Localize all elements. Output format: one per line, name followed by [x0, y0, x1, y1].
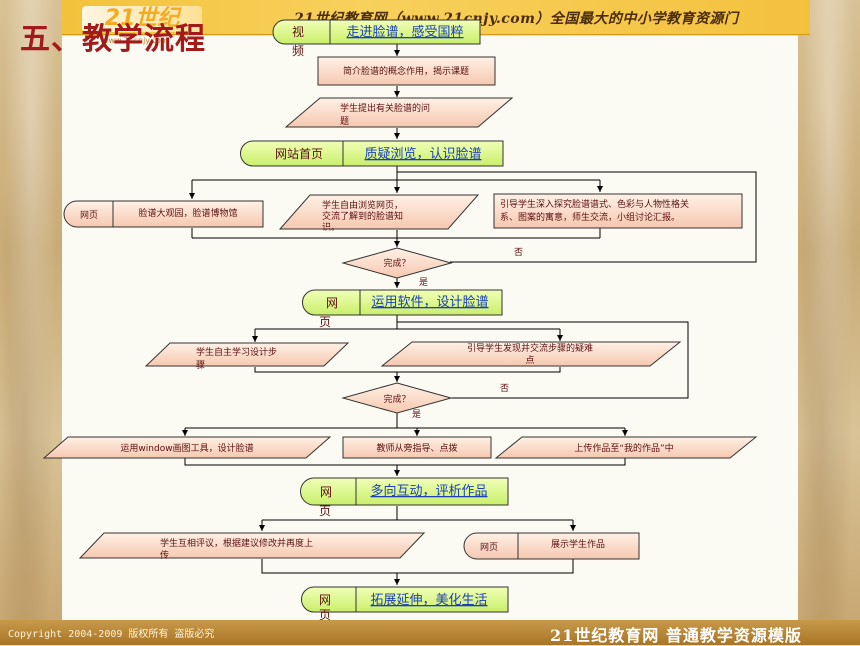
browse-line-1: 学生自由浏览网页， [322, 199, 403, 211]
step1-tag-1: 视 [292, 24, 304, 39]
site-logo: 21世纪 www.21cnjy.com [82, 6, 202, 45]
question-line-2: 题 [340, 116, 349, 127]
teacher-text: 教师从旁指导、点拨 [376, 442, 457, 454]
explore-box: 引导学生深入探究脸谱谱式、色彩与人物性格关 系、图案的寓意，师生交流，小组讨论汇… [493, 193, 743, 229]
explore-line-2: 系、图案的寓意，师生交流，小组讨论汇报。 [500, 211, 680, 223]
evaluate-line-2: 传 [160, 549, 169, 561]
step5-terminal: 网 页 拓展延伸，美化生活 [301, 586, 509, 622]
web-tag-1: 网页 [80, 210, 98, 221]
step2-link[interactable]: 质疑浏览，认识脸谱 [364, 146, 481, 162]
step5-tag-1: 网 [319, 593, 331, 607]
decision-1-yes: 是 [419, 277, 428, 288]
museum-box: 网页 脸谱大观园，脸谱博物馆 [63, 200, 264, 228]
step4-tag-2: 页 [319, 504, 331, 518]
question-line-1: 学生提出有关脸谱的问 [340, 102, 430, 114]
step3-terminal: 网 页 运用软件，设计脸谱 [302, 289, 503, 329]
step3-tag-1: 网 [326, 296, 338, 310]
left-decor-panel [0, 0, 62, 620]
guide-line-2: 点 [525, 355, 534, 366]
intro-box: 简介脸谱的概念作用，揭示课题 [317, 56, 496, 86]
web-tag-2: 网页 [480, 542, 498, 553]
decision-2-no: 否 [500, 383, 509, 394]
step1-link[interactable]: 走进脸谱，感受国粹 [346, 24, 463, 40]
footer-bar [0, 620, 860, 645]
footer-copyright: Copyright 2004-2009 版权所有 盗版必究 [8, 629, 215, 640]
evaluate-line-1: 学生互相评议，根据建议修改并再度上 [160, 537, 313, 549]
explore-line-1: 引导学生深入探究脸谱谱式、色彩与人物性格关 [500, 198, 689, 210]
decision-1: 完成？ 否 是 [341, 247, 523, 288]
evaluate-para: 学生互相评议，根据建议修改并再度上 传 [78, 532, 426, 561]
show-box: 网页 展示学生作品 [463, 532, 640, 560]
guide-line-1: 引导学生发现并交流步骤的疑难 [467, 342, 593, 354]
step4-tag-1: 网 [320, 485, 332, 499]
selfstudy-line-1: 学生自主学习设计步 [196, 346, 277, 358]
tool-para: 运用window画图工具，设计脸谱 [42, 436, 332, 459]
decision-2-text: 完成？ [383, 393, 410, 405]
right-decor-panel [798, 0, 860, 620]
upload-text: 上传作品至“我的作品”中 [574, 442, 673, 454]
step3-link[interactable]: 运用软件，设计脸谱 [371, 295, 488, 310]
browse-line-3: 识。 [322, 222, 340, 233]
footer-brand: 21世纪教育网 普通教学资源模版 [550, 626, 802, 645]
step4-link[interactable]: 多向互动，评析作品 [370, 483, 487, 499]
decision-2: 完成？ 否 是 [341, 382, 509, 420]
decision-1-text: 完成？ [383, 257, 410, 269]
step5-link[interactable]: 拓展延伸，美化生活 [370, 593, 487, 608]
logo-text: 21世纪 [104, 6, 180, 31]
logo-url: www.21cnjy.com [102, 36, 169, 45]
step5-tag-2: 页 [319, 608, 331, 622]
step1-tag-2: 频 [292, 44, 304, 58]
teacher-box: 教师从旁指导、点拨 [342, 436, 492, 459]
step1-terminal: 视 频 走进脸谱，感受国粹 [272, 19, 481, 58]
museum-text: 脸谱大观园，脸谱博物馆 [138, 207, 237, 219]
browse-line-2: 交流了解到的脸谱知 [322, 210, 403, 222]
decision-2-yes: 是 [412, 409, 421, 420]
selfstudy-para: 学生自主学习设计步 骤 [144, 342, 350, 371]
tool-text: 运用window画图工具，设计脸谱 [120, 442, 253, 454]
decision-1-no: 否 [514, 247, 523, 258]
intro-text: 简介脸谱的概念作用，揭示课题 [343, 65, 469, 77]
slide-title: 五、教学流程 [20, 22, 206, 57]
upload-para: 上传作品至“我的作品”中 [494, 436, 758, 459]
show-text: 展示学生作品 [551, 538, 605, 550]
connectors [182, 43, 757, 585]
step2-terminal: 网站首页 质疑浏览，认识脸谱 [240, 140, 504, 167]
browse-para: 学生自由浏览网页， 交流了解到的脸谱知 识。 [278, 194, 480, 233]
step2-tag: 网站首页 [275, 147, 323, 161]
slide-canvas [62, 36, 798, 620]
guide-para: 引导学生发现并交流步骤的疑难 点 [380, 341, 682, 367]
step3-tag-2: 页 [319, 315, 331, 329]
selfstudy-line-2: 骤 [196, 360, 205, 371]
step4-terminal: 网 页 多向互动，评析作品 [300, 477, 509, 518]
question-para: 学生提出有关脸谱的问 题 [284, 97, 514, 128]
